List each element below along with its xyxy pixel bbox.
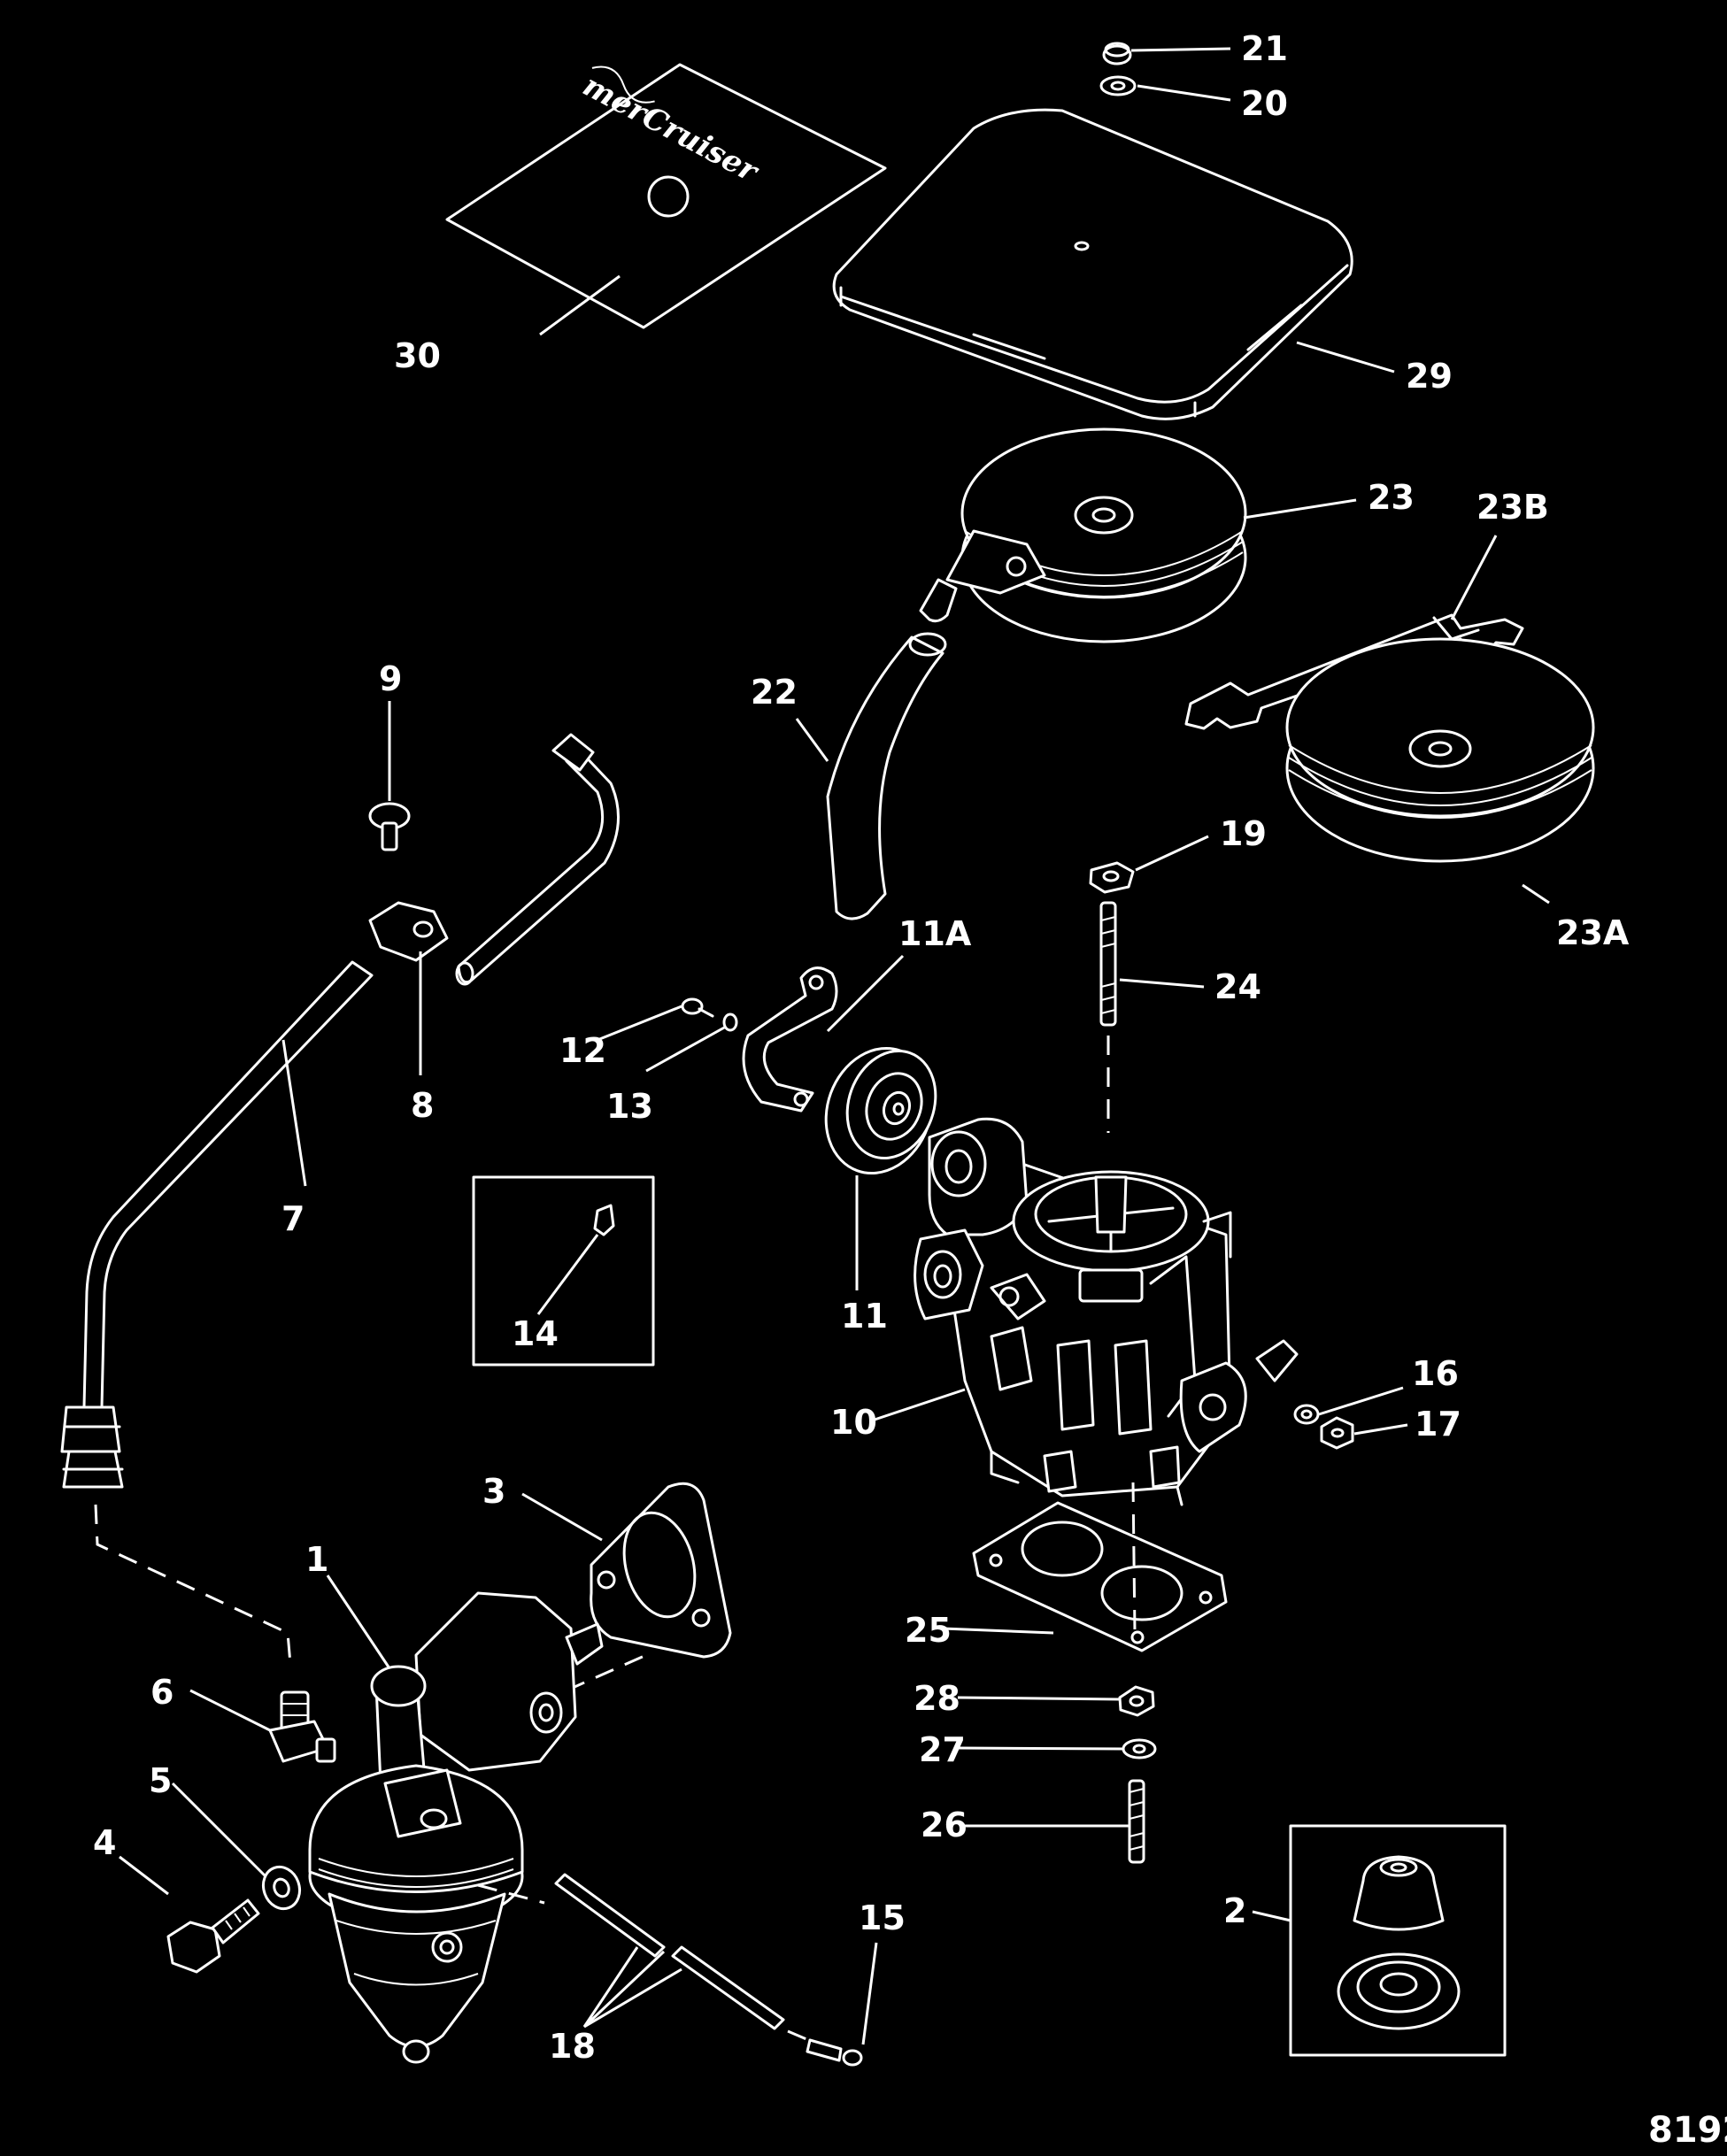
label-22: 22 xyxy=(751,673,798,712)
label-23b: 23B xyxy=(1476,488,1549,527)
label-14: 14 xyxy=(512,1314,559,1353)
part-12-screw xyxy=(681,997,714,1018)
label-24: 24 xyxy=(1214,967,1261,1006)
part-23-air-cleaner xyxy=(919,427,1247,643)
alignment-line-18a xyxy=(477,1883,545,1905)
label-2: 2 xyxy=(1223,1891,1246,1930)
part-27-washer xyxy=(1122,1738,1157,1759)
label-25: 25 xyxy=(905,1611,952,1650)
leader-lines xyxy=(119,47,1550,2045)
part-19-nut xyxy=(1089,861,1135,894)
label-6: 6 xyxy=(150,1673,173,1712)
alignment-line-18b xyxy=(787,2029,820,2046)
part-8-clamp xyxy=(368,901,449,962)
label-9: 9 xyxy=(379,659,402,698)
part-5-washer xyxy=(261,1865,302,1911)
figure-number: 8192 xyxy=(1648,2110,1727,2151)
label-5: 5 xyxy=(149,1761,172,1800)
part-16-washer xyxy=(1293,1404,1320,1425)
label-15: 15 xyxy=(859,1898,906,1937)
label-4: 4 xyxy=(93,1823,116,1862)
label-19: 19 xyxy=(1220,814,1267,853)
part-6-fitting xyxy=(268,1690,336,1763)
label-11a: 11A xyxy=(898,914,972,953)
label-28: 28 xyxy=(914,1679,960,1718)
part-24-stud xyxy=(1099,901,1117,1027)
part-4-bolt xyxy=(166,1898,260,1974)
part-20-washer xyxy=(1099,75,1137,96)
part-15-screw xyxy=(806,2038,863,2067)
part-1-fuel-pump xyxy=(308,1591,604,2064)
alignment-line-3 xyxy=(566,1653,647,1692)
label-21: 21 xyxy=(1241,29,1288,68)
part-30-decal: merCruiser xyxy=(445,63,887,329)
label-7: 7 xyxy=(281,1199,305,1238)
label-10: 10 xyxy=(830,1403,877,1442)
label-23a: 23A xyxy=(1556,913,1630,952)
part-11-thermostat-coil xyxy=(824,1046,937,1175)
label-3: 3 xyxy=(482,1472,505,1511)
label-26: 26 xyxy=(921,1806,968,1844)
label-13: 13 xyxy=(606,1087,653,1126)
part-21-nut xyxy=(1102,42,1132,65)
part-3-gasket xyxy=(590,1482,732,1659)
part-29-air-cleaner-cover xyxy=(832,108,1353,420)
label-18: 18 xyxy=(549,2027,596,2066)
label-20: 20 xyxy=(1241,84,1288,123)
part-22-hose xyxy=(826,632,947,920)
part-11a-retainer xyxy=(742,966,838,1113)
part-18-pins xyxy=(554,1873,785,2030)
label-23: 23 xyxy=(1368,478,1415,517)
alignment-line-7 xyxy=(94,1504,292,1665)
label-30: 30 xyxy=(394,336,441,375)
label-17: 17 xyxy=(1415,1405,1461,1444)
label-29: 29 xyxy=(1406,357,1453,396)
label-12: 12 xyxy=(559,1031,606,1070)
part-25-gasket xyxy=(972,1501,1228,1652)
alignment-line-10 xyxy=(1131,1482,1137,1634)
part-14-inset xyxy=(472,1175,655,1367)
part-26-stud xyxy=(1128,1779,1145,1864)
part-13-washer xyxy=(722,1013,738,1032)
part-9-screw xyxy=(368,802,411,851)
label-8: 8 xyxy=(411,1086,434,1125)
part-7-fuel-line xyxy=(60,960,374,1489)
part-23a-element xyxy=(1285,637,1595,863)
part-28-nut xyxy=(1118,1685,1155,1717)
vent-tube xyxy=(455,733,620,986)
label-27: 27 xyxy=(919,1730,966,1769)
part-labels: 21 20 30 29 23 23B 22 9 19 23A 11A 24 12… xyxy=(93,29,1727,2151)
label-1: 1 xyxy=(305,1540,328,1579)
part-17-nut xyxy=(1320,1416,1354,1450)
label-11: 11 xyxy=(841,1297,888,1336)
label-16: 16 xyxy=(1412,1354,1459,1393)
part-2-inset xyxy=(1289,1824,1507,2057)
part-10-carburetor xyxy=(914,1117,1299,1506)
